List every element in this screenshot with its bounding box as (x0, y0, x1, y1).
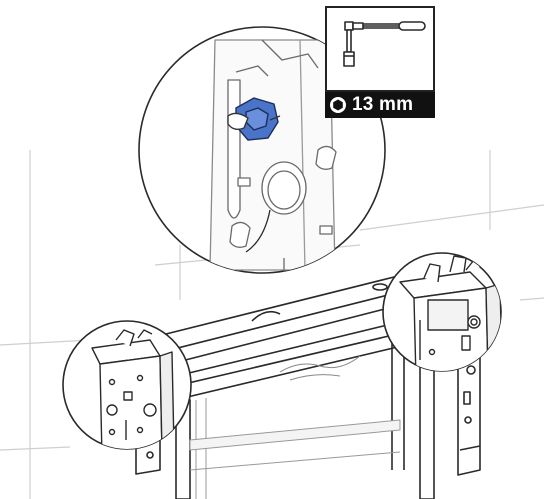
tool-callout: 13 mm (325, 6, 435, 118)
left-corner-callout (62, 320, 192, 450)
socket-size-label: 13 mm (352, 94, 414, 115)
right-corner-callout (382, 252, 502, 372)
socket-size-badge: 13 mm (325, 92, 435, 118)
tool-frame (325, 6, 435, 92)
adjustment-knob (227, 97, 281, 141)
hex-socket-wrench-icon (343, 21, 426, 67)
valve-detail-callout (138, 26, 386, 274)
hex-nut-icon (330, 97, 346, 113)
